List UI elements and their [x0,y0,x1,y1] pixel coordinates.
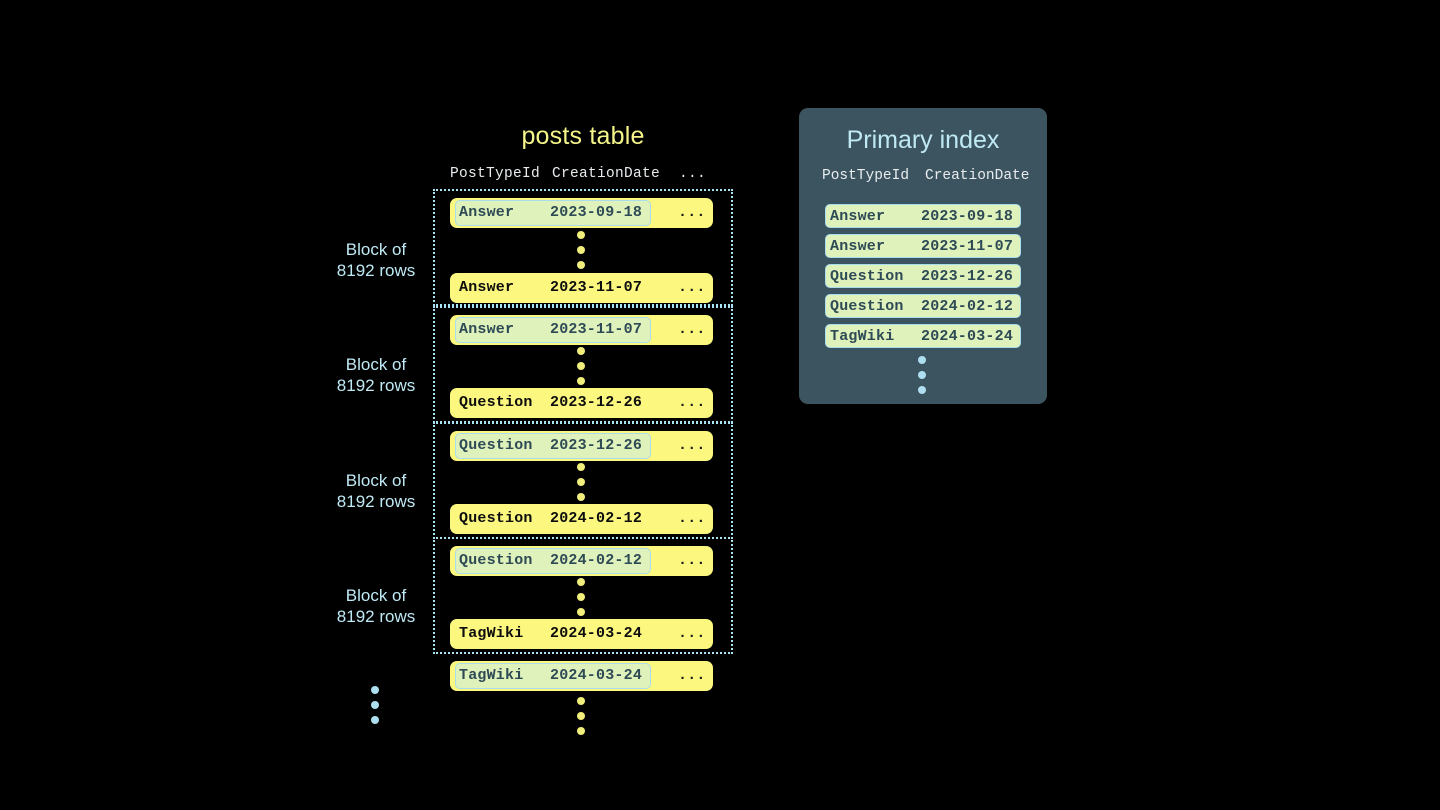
vertical-ellipsis-dots [577,347,587,392]
cell-posttypeid: TagWiki [459,625,524,642]
block-2-label-line2: 8192 rows [336,376,416,395]
cell-ellipsis: ... [678,204,706,221]
block-1-label-line1: Block of [345,240,407,259]
cell-creationdate: 2023-12-26 [550,437,643,454]
index-column-header-posttypeid: PostTypeId [822,168,910,184]
table-row: TagWiki 2024-03-24 ... [450,661,713,691]
index-column-header-creationdate: CreationDate [925,168,1030,184]
cell-ellipsis: ... [678,437,706,454]
posts-table-column-headers: PostTypeId CreationDate ... [433,166,733,186]
block-3-label: Block of 8192 rows [296,470,456,512]
block-4-label: Block of 8192 rows [296,585,456,627]
index-key-highlight-box [455,663,651,689]
cell-posttypeid: Question [459,552,533,569]
column-header-ellipsis: ... [679,166,707,182]
block-4-label-line1: Block of [345,586,407,605]
cell-creationdate: 2024-03-24 [550,625,643,642]
index-cell-creationdate: 2023-12-26 [921,268,1014,285]
block-3-label-line2: 8192 rows [336,492,416,511]
table-row: Answer 2023-09-18 ... [450,198,713,228]
vertical-ellipsis-dots [577,463,587,508]
cell-posttypeid: TagWiki [459,667,524,684]
primary-index-panel: Primary index PostTypeId CreationDate An… [799,108,1047,404]
cell-ellipsis: ... [678,321,706,338]
cell-posttypeid: Question [459,510,533,527]
block-4-outline [433,537,733,654]
cell-posttypeid: Question [459,437,533,454]
index-entry-row: Answer 2023-11-07 [825,234,1021,258]
block-2-label: Block of 8192 rows [296,354,456,396]
cell-ellipsis: ... [678,279,706,296]
posts-table-title: posts table [521,122,645,150]
cell-posttypeid: Answer [459,204,515,221]
index-cell-posttypeid: Answer [830,238,886,255]
cell-creationdate: 2024-02-12 [550,510,643,527]
primary-index-column-headers: PostTypeId CreationDate [799,168,1047,188]
table-row: Answer 2023-11-07 ... [450,273,713,303]
column-header-posttypeid: PostTypeId [450,166,541,182]
index-key-highlight-box [455,317,651,343]
table-row: Answer 2023-11-07 ... [450,315,713,345]
table-row: Question 2024-02-12 ... [450,546,713,576]
block-2-label-line1: Block of [345,355,407,374]
block-1-label: Block of 8192 rows [296,239,456,281]
cell-creationdate: 2023-11-07 [550,279,643,296]
index-entry-row: TagWiki 2024-03-24 [825,324,1021,348]
index-cell-creationdate: 2023-09-18 [921,208,1014,225]
vertical-ellipsis-dots [577,231,587,276]
column-header-creationdate: CreationDate [552,166,661,182]
table-row: Question 2023-12-26 ... [450,388,713,418]
index-cell-posttypeid: TagWiki [830,328,895,345]
cell-creationdate: 2024-03-24 [550,667,643,684]
blocks-continuation-dots [371,686,381,731]
cell-ellipsis: ... [678,552,706,569]
cell-posttypeid: Answer [459,279,515,296]
primary-index-title: Primary index [846,126,1000,154]
cell-creationdate: 2023-09-18 [550,204,643,221]
table-row: Question 2024-02-12 ... [450,504,713,534]
table-row: TagWiki 2024-03-24 ... [450,619,713,649]
block-1-label-line2: 8192 rows [336,261,416,280]
cell-ellipsis: ... [678,510,706,527]
index-entry-row: Answer 2023-09-18 [825,204,1021,228]
index-cell-creationdate: 2024-02-12 [921,298,1014,315]
block-4-label-line2: 8192 rows [336,607,416,626]
block-3-label-line1: Block of [345,471,407,490]
index-key-highlight-box [455,548,651,574]
index-entry-row: Question 2024-02-12 [825,294,1021,318]
cell-posttypeid: Answer [459,321,515,338]
table-row: Question 2023-12-26 ... [450,431,713,461]
table-continuation-dots [577,697,587,742]
index-cell-posttypeid: Question [830,298,904,315]
cell-creationdate: 2024-02-12 [550,552,643,569]
vertical-ellipsis-dots [577,578,587,623]
index-continuation-dots [918,356,928,401]
index-key-highlight-box [455,433,651,459]
cell-creationdate: 2023-12-26 [550,394,643,411]
cell-creationdate: 2023-11-07 [550,321,643,338]
index-cell-creationdate: 2024-03-24 [921,328,1014,345]
index-cell-creationdate: 2023-11-07 [921,238,1014,255]
cell-ellipsis: ... [678,394,706,411]
cell-ellipsis: ... [678,625,706,642]
cell-ellipsis: ... [678,667,706,684]
index-cell-posttypeid: Question [830,268,904,285]
cell-posttypeid: Question [459,394,533,411]
block-1-outline [433,189,733,306]
index-entry-row: Question 2023-12-26 [825,264,1021,288]
index-key-highlight-box [455,200,651,226]
index-cell-posttypeid: Answer [830,208,886,225]
